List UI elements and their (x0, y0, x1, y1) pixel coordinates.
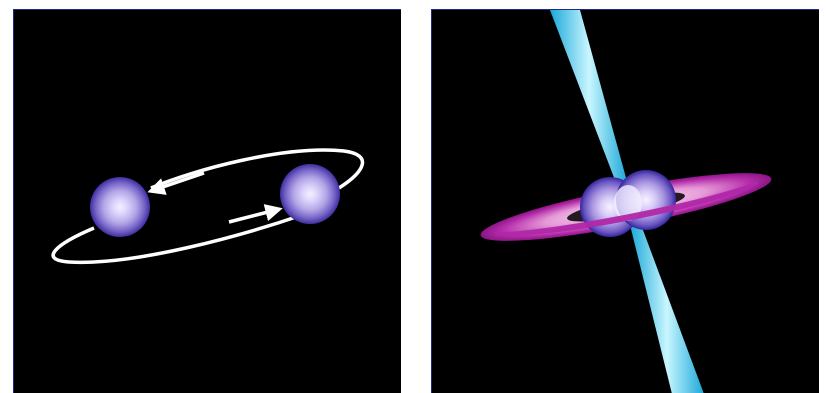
star-left (90, 177, 150, 237)
merger-panel (431, 9, 819, 393)
star-right (280, 164, 340, 224)
merger-diagram (432, 10, 819, 393)
binary-orbit-diagram (14, 10, 401, 393)
binary-orbit-panel (13, 9, 401, 393)
panel-background (14, 10, 401, 393)
